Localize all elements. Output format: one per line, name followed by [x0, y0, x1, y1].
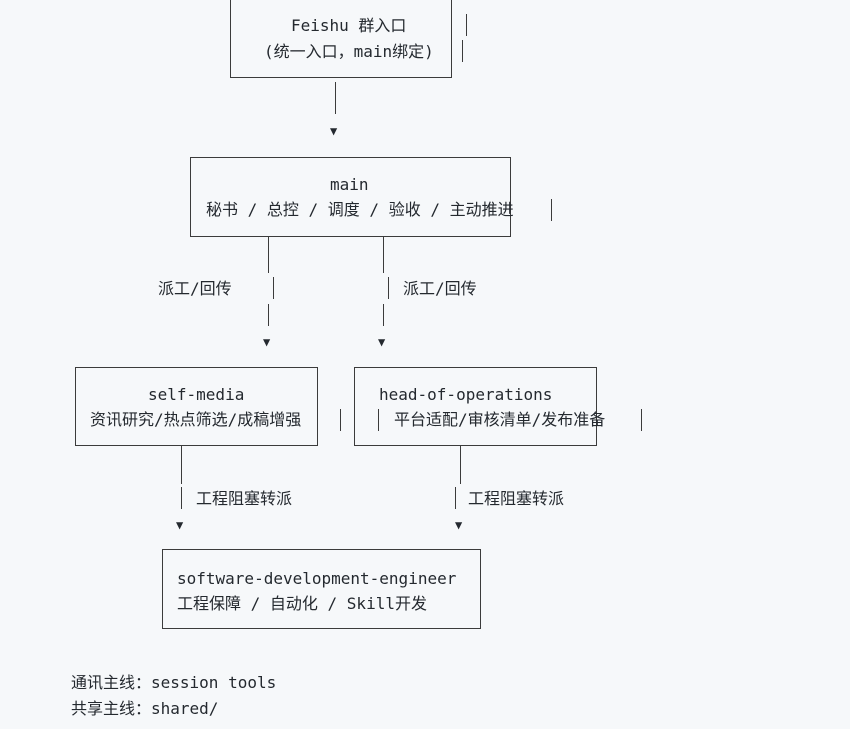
- footer-shared-line: 共享主线：shared/: [71, 699, 219, 718]
- connector-main-self-media: [268, 304, 269, 326]
- arrow-down-icon: ▼: [263, 335, 271, 349]
- arrow-down-icon: ▼: [330, 124, 338, 138]
- main-node-title: main: [330, 175, 369, 194]
- ops-box-left-tick: [378, 409, 379, 431]
- feishu-node-title: Feishu 群入口: [291, 16, 407, 35]
- self-media-box-right-tick: [340, 409, 341, 431]
- arrow-down-icon: ▼: [176, 518, 184, 532]
- connector-main-ops: [388, 277, 389, 299]
- edge-label-main-self-media: 派工/回传: [158, 279, 232, 298]
- connector-self-media-sde: [181, 487, 182, 509]
- feishu-box-right-tick: [466, 14, 467, 36]
- edge-label-ops-sde: 工程阻塞转派: [468, 489, 565, 508]
- connector-main-self-media: [273, 277, 274, 299]
- connector-ops-sde: [455, 487, 456, 509]
- sde-node-box: [162, 549, 481, 629]
- main-box-right-tick: [551, 199, 552, 221]
- feishu-box-right-tick: [462, 40, 463, 62]
- footer-comm-line: 通讯主线：session tools: [71, 673, 277, 692]
- connector-main-self-media: [268, 237, 269, 273]
- ops-node-box: [354, 367, 597, 446]
- connector-main-ops: [383, 304, 384, 326]
- feishu-node-subtitle: (统一入口，main绑定): [264, 42, 434, 61]
- self-media-node-box: [75, 367, 318, 446]
- connector-main-ops: [383, 237, 384, 273]
- connector-ops-sde: [460, 446, 461, 484]
- self-media-node-subtitle: 资讯研究/热点筛选/成稿增强: [90, 410, 302, 429]
- edge-label-self-media-sde: 工程阻塞转派: [196, 489, 293, 508]
- arrow-down-icon: ▼: [455, 518, 463, 532]
- ops-node-title: head-of-operations: [379, 385, 553, 404]
- feishu-node-box: [230, 0, 452, 78]
- ops-box-right-tick: [641, 409, 642, 431]
- self-media-node-title: self-media: [148, 385, 245, 404]
- edge-label-main-ops: 派工/回传: [403, 279, 477, 298]
- connector-feishu-main: [335, 82, 336, 114]
- arrow-down-icon: ▼: [378, 335, 386, 349]
- main-node-subtitle: 秘书 / 总控 / 调度 / 验收 / 主动推进: [206, 200, 514, 219]
- ops-node-subtitle: 平台适配/审核清单/发布准备: [394, 410, 606, 429]
- sde-node-title: software-development-engineer: [177, 569, 457, 588]
- sde-node-subtitle: 工程保障 / 自动化 / Skill开发: [177, 594, 427, 613]
- connector-self-media-sde: [181, 446, 182, 484]
- main-node-box: [190, 157, 511, 237]
